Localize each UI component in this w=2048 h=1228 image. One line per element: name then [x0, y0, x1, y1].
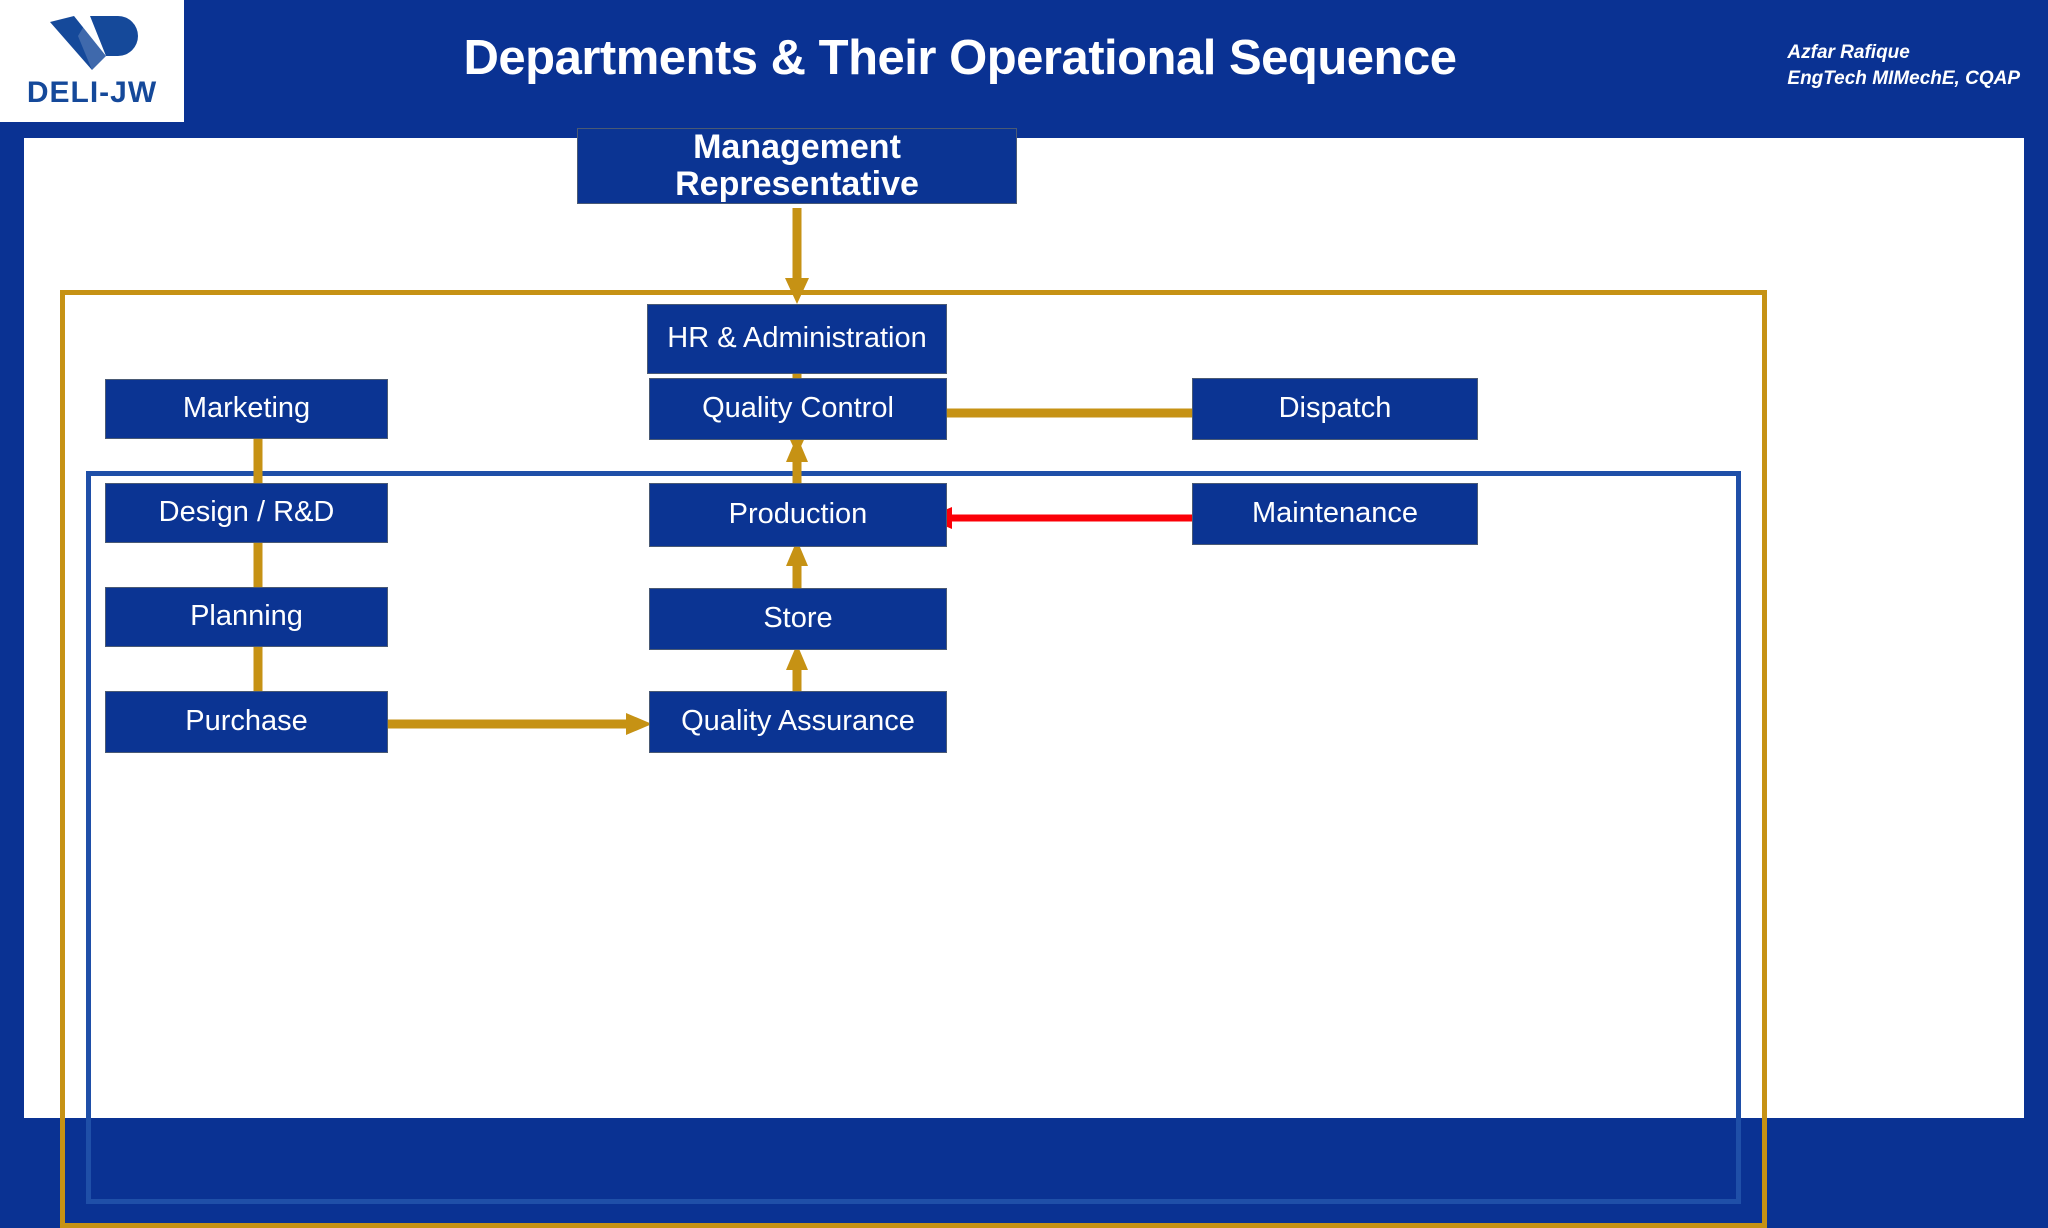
- node-label: Maintenance: [1251, 497, 1419, 530]
- node-design-rd[interactable]: Design / R&D: [105, 483, 388, 543]
- node-label: Marketing: [182, 392, 311, 425]
- arrow-management-to-hr: [784, 208, 810, 308]
- node-dispatch[interactable]: Dispatch: [1192, 378, 1478, 440]
- node-label: Quality Control: [702, 392, 894, 425]
- node-maintenance[interactable]: Maintenance: [1192, 483, 1478, 545]
- node-label: Dispatch: [1278, 392, 1392, 425]
- node-label: Quality Assurance: [681, 705, 915, 738]
- node-label: Store: [763, 602, 833, 635]
- node-marketing[interactable]: Marketing: [105, 379, 388, 439]
- node-store[interactable]: Store: [649, 588, 947, 650]
- node-label: Management Representative: [675, 127, 919, 203]
- node-hr-administration[interactable]: HR & Administration: [647, 304, 947, 374]
- node-planning[interactable]: Planning: [105, 587, 388, 647]
- node-purchase[interactable]: Purchase: [105, 691, 388, 753]
- author-credentials: EngTech MIMechE, CQAP: [1787, 67, 2020, 89]
- slide-header: DELI-JW Departments & Their Operational …: [0, 0, 2048, 131]
- node-label: Production: [728, 498, 868, 531]
- node-quality-control[interactable]: Quality Control: [649, 378, 947, 440]
- content-panel: Management Representative HR & Administr…: [24, 128, 2024, 1228]
- node-label: Design / R&D: [158, 496, 335, 529]
- page-title: Departments & Their Operational Sequence: [463, 31, 1457, 85]
- author-name: Azfar Rafique: [1787, 42, 1910, 63]
- arrow-purchase-to-quality-assurance: [384, 712, 654, 736]
- node-label: Purchase: [185, 705, 308, 738]
- node-production[interactable]: Production: [649, 483, 947, 547]
- company-logo: DELI-JW: [0, 0, 184, 122]
- deli-jw-logo-mark: [50, 16, 138, 70]
- blue-group-container: [86, 471, 1741, 1204]
- node-label: HR & Administration: [667, 322, 927, 355]
- node-management-representative[interactable]: Management Representative: [577, 128, 1017, 204]
- author-credit: Azfar Rafique EngTech MIMechE, CQAP: [1787, 40, 2020, 91]
- logo-wordmark: DELI-JW: [26, 76, 158, 109]
- node-label: Planning: [190, 600, 303, 633]
- node-quality-assurance[interactable]: Quality Assurance: [649, 691, 947, 753]
